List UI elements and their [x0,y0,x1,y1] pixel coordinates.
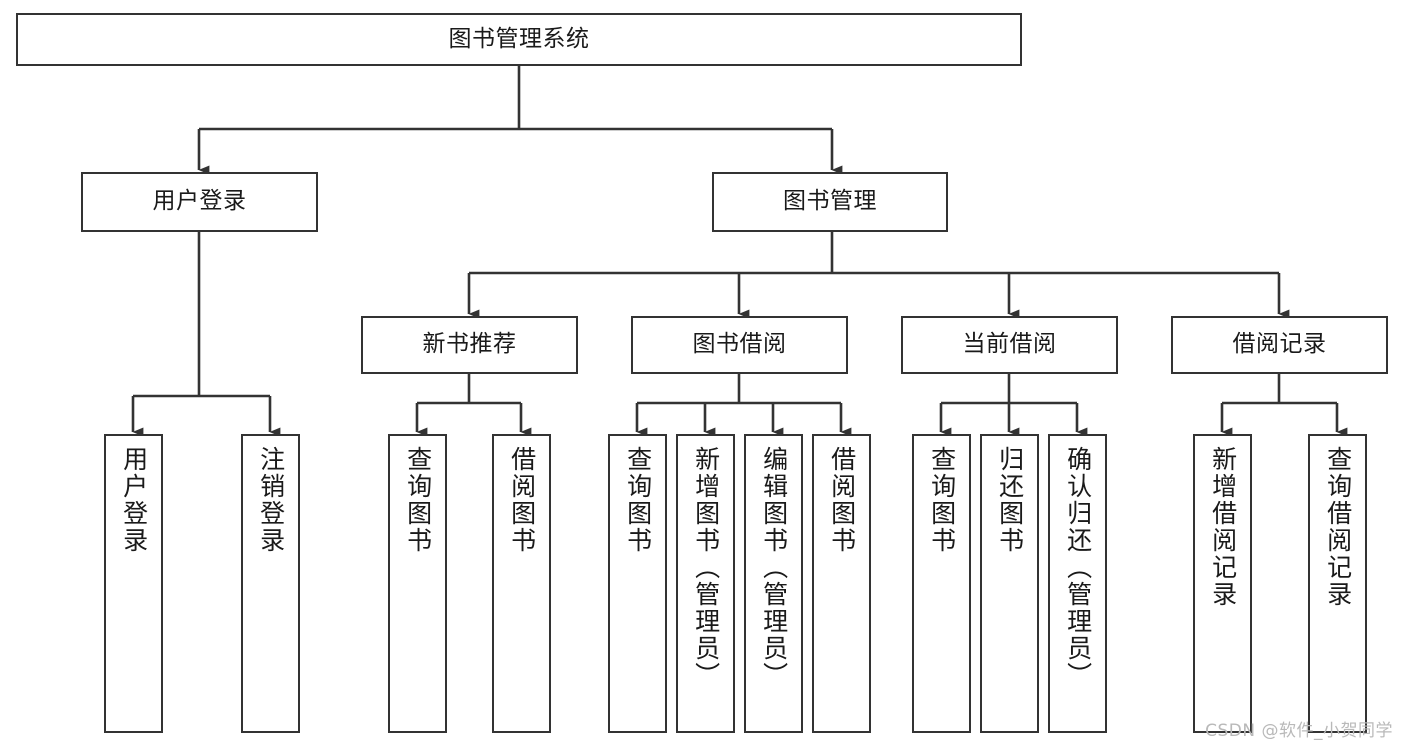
node-label: 借阅图书 [827,446,857,554]
node-label: 确认归还（管理员） [1063,446,1093,689]
node-label: 用户登录 [152,188,247,215]
node-leaf-query-books-new-book[interactable]: 查询图书 [388,434,447,733]
node-label: 借阅记录 [1232,331,1327,358]
node-current-borrowing[interactable]: 当前借阅 [901,316,1118,374]
node-label: 注销登录 [256,446,286,554]
node-label: 新增借阅记录 [1208,446,1238,608]
node-leaf-borrow-books-borrowing[interactable]: 借阅图书 [812,434,871,733]
node-root-book-management-system[interactable]: 图书管理系统 [16,13,1022,66]
node-leaf-user-login[interactable]: 用户登录 [104,434,163,733]
node-leaf-query-books-borrowing[interactable]: 查询图书 [608,434,667,733]
node-label: 编辑图书（管理员） [759,446,789,689]
node-leaf-logout[interactable]: 注销登录 [241,434,300,733]
node-leaf-edit-book-admin[interactable]: 编辑图书（管理员） [744,434,803,733]
node-borrowing-record[interactable]: 借阅记录 [1171,316,1388,374]
node-user-login[interactable]: 用户登录 [81,172,318,232]
node-label: 新增图书（管理员） [691,446,721,689]
node-new-book-recommendation[interactable]: 新书推荐 [361,316,578,374]
node-label: 用户登录 [119,446,149,554]
node-leaf-return-books[interactable]: 归还图书 [980,434,1039,733]
node-book-borrowing[interactable]: 图书借阅 [631,316,848,374]
node-leaf-query-books-current[interactable]: 查询图书 [912,434,971,733]
node-label: 图书借阅 [692,331,787,358]
node-label: 查询图书 [927,446,957,554]
node-label: 当前借阅 [962,331,1057,358]
node-label: 查询借阅记录 [1323,446,1353,608]
node-label: 借阅图书 [507,446,537,554]
node-label: 图书管理系统 [448,25,590,52]
node-leaf-query-borrow-record[interactable]: 查询借阅记录 [1308,434,1367,733]
node-leaf-confirm-return-admin[interactable]: 确认归还（管理员） [1048,434,1107,733]
node-label: 归还图书 [995,446,1025,554]
node-label: 新书推荐 [422,331,517,358]
node-leaf-add-borrow-record[interactable]: 新增借阅记录 [1193,434,1252,733]
node-book-management[interactable]: 图书管理 [712,172,948,232]
node-label: 查询图书 [403,446,433,554]
node-label: 图书管理 [783,188,877,215]
node-leaf-borrow-books-new-book[interactable]: 借阅图书 [492,434,551,733]
node-leaf-add-book-admin[interactable]: 新增图书（管理员） [676,434,735,733]
node-label: 查询图书 [623,446,653,554]
